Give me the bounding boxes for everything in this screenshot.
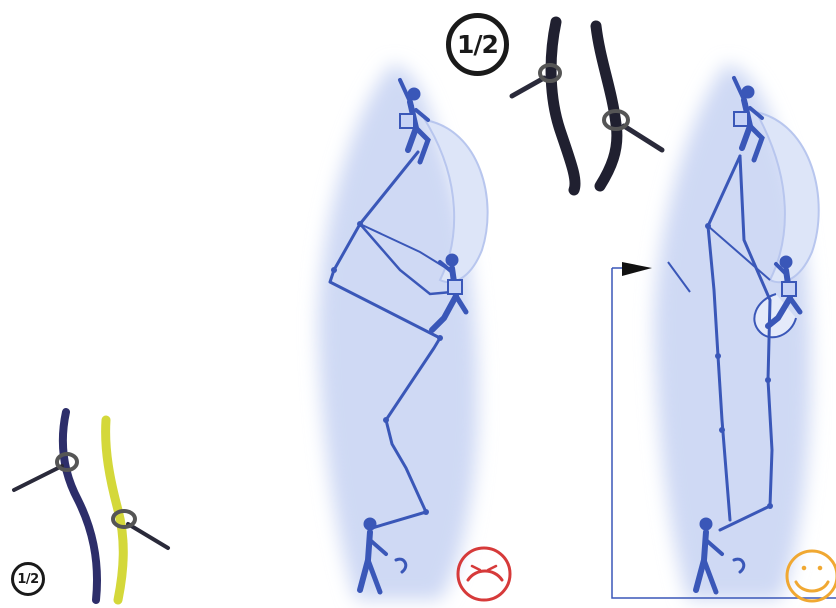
half-rope-pair-large bbox=[512, 22, 662, 190]
rope-navy bbox=[63, 412, 97, 600]
rope-dark bbox=[596, 26, 617, 186]
quickdraw-sling bbox=[128, 524, 168, 548]
smiley-face-icon bbox=[787, 551, 836, 601]
quickdraw-sling bbox=[512, 78, 544, 96]
quickdraw-sling bbox=[14, 466, 62, 490]
arrow-head-icon bbox=[622, 262, 652, 276]
quickdraw-sling bbox=[624, 126, 662, 150]
half-rope-badge-small: 1/2 bbox=[11, 562, 45, 596]
half-rope-badge-large: 1/2 bbox=[446, 13, 509, 76]
rope-dark bbox=[551, 22, 575, 190]
scenario-bad-rope-drag bbox=[318, 64, 510, 600]
frowning-face-icon bbox=[458, 548, 510, 600]
scenario-good-straight-rope bbox=[612, 64, 836, 601]
